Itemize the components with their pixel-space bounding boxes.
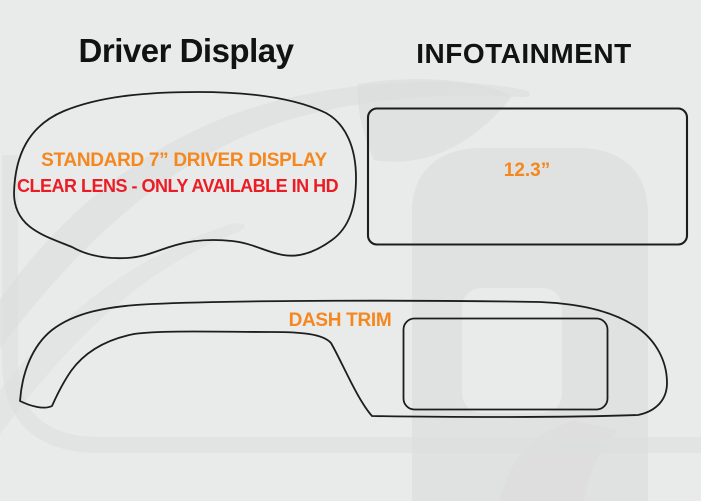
watermark-corner-band (1, 155, 701, 453)
dash-trim-label: DASH TRIM (288, 310, 392, 331)
driver-display-outline (13, 91, 357, 260)
background-watermark-graphic (0, 79, 701, 501)
driver-display-title: Driver Display (78, 32, 294, 69)
watermark-fin (357, 79, 512, 162)
dash-trim-outline (19, 299, 668, 418)
watermark-ring (412, 148, 648, 501)
dash-screen-cutout-outline (402, 317, 609, 411)
infotainment-screen-outline (366, 107, 689, 246)
driver-display-lens-note: CLEAR LENS - ONLY AVAILABLE IN HD (17, 176, 339, 196)
watermark-bottom-wedge (500, 421, 618, 501)
watermark-top-swoosh (0, 81, 530, 350)
infotainment-size-label: 12.3” (503, 160, 551, 181)
infotainment-title: INFOTAINMENT (416, 38, 632, 69)
driver-display-spec-line: STANDARD 7” DRIVER DISPLAY (41, 150, 327, 171)
